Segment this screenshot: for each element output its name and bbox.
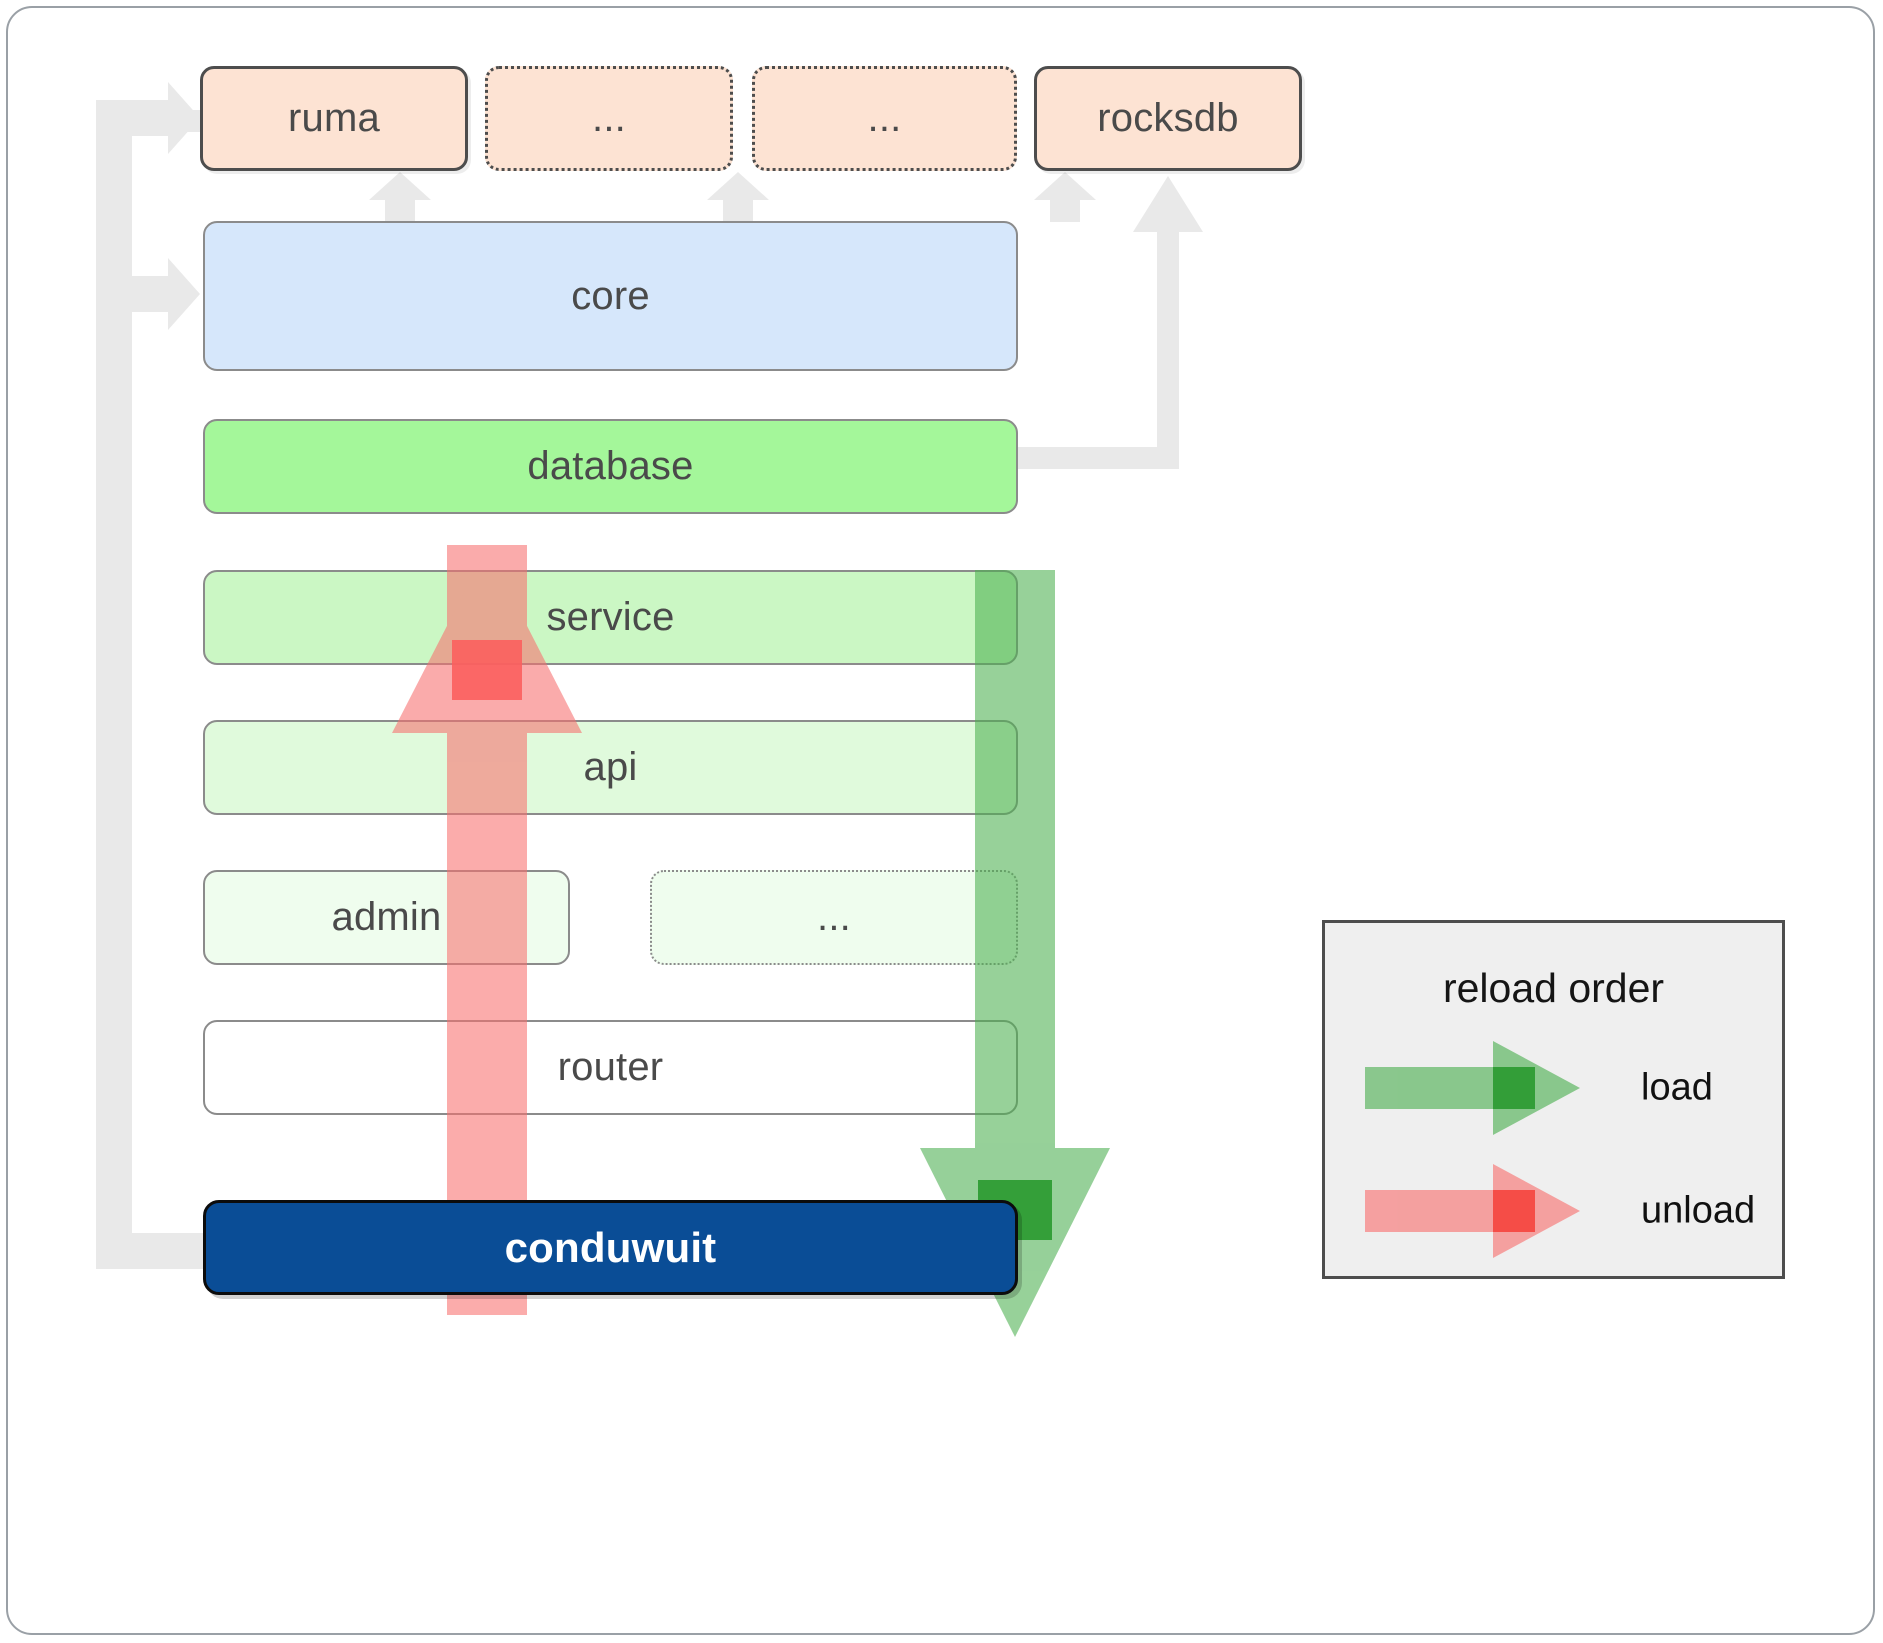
layer-box-service[interactable]: service <box>203 570 1018 665</box>
app-box-conduwuit[interactable]: conduwuit <box>203 1200 1018 1295</box>
layer-box-router[interactable]: router <box>203 1020 1018 1115</box>
layer-box-admin[interactable]: admin <box>203 870 570 965</box>
crate-label-rocksdb: rocksdb <box>1097 96 1239 140</box>
layer-box-core[interactable]: core <box>203 221 1018 371</box>
layer-box-database[interactable]: database <box>203 419 1018 514</box>
crate-box-rocksdb[interactable]: rocksdb <box>1034 66 1302 171</box>
legend-panel: reload order load unload <box>1322 920 1785 1279</box>
layer-label-router: router <box>557 1045 664 1089</box>
layer-box-placeholder[interactable]: ... <box>650 870 1018 965</box>
layer-label-service: service <box>546 595 675 639</box>
legend-title: reload order <box>1442 965 1665 1011</box>
legend-row-load: load <box>1325 1033 1782 1143</box>
legend-label-unload: unload <box>1641 1189 1756 1232</box>
crate-box-placeholder-1[interactable]: ... <box>485 66 733 171</box>
layer-label-api: api <box>583 745 638 789</box>
legend-label-load: load <box>1641 1066 1713 1109</box>
crate-box-ruma[interactable]: ruma <box>200 66 468 171</box>
layer-label-database: database <box>527 444 694 488</box>
layer-label-placeholder: ... <box>817 895 851 939</box>
legend-row-unload: unload <box>1325 1156 1782 1266</box>
crate-box-placeholder-2[interactable]: ... <box>752 66 1017 171</box>
layer-label-core: core <box>571 273 650 318</box>
crate-label-placeholder-2: ... <box>867 96 902 140</box>
crate-label-ruma: ruma <box>288 96 380 140</box>
app-label-conduwuit: conduwuit <box>504 1223 717 1271</box>
crate-label-placeholder-1: ... <box>592 96 626 140</box>
layer-box-api[interactable]: api <box>203 720 1018 815</box>
unload-legend-arrow-icon <box>1365 1164 1580 1258</box>
load-legend-arrow-icon <box>1365 1041 1580 1135</box>
layer-label-admin: admin <box>331 895 442 939</box>
